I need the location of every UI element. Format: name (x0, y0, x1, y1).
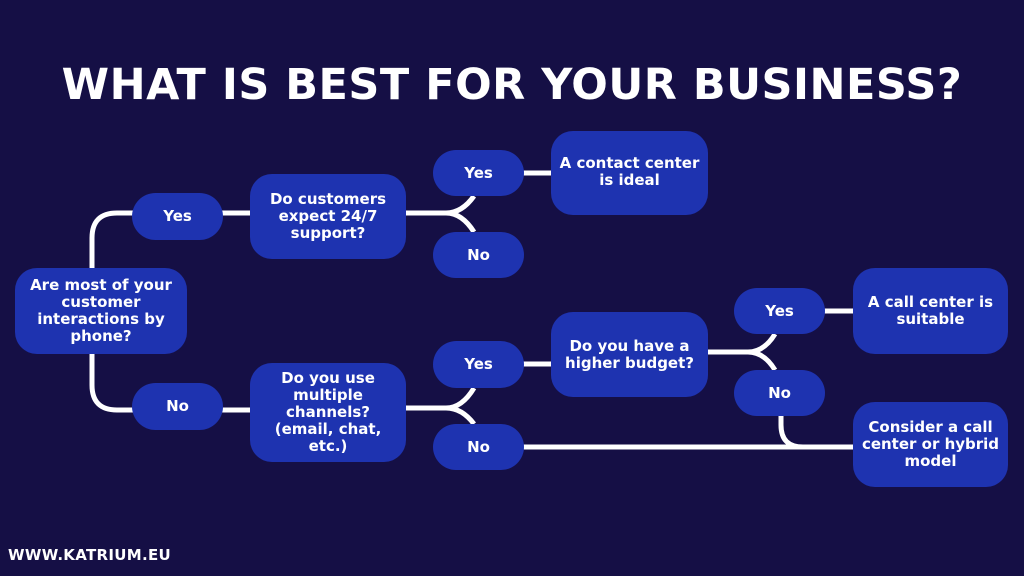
edge-fork-no3 (747, 349, 778, 372)
edge-fork-no4 (445, 405, 476, 426)
node-result-call-center: A call center is suitable (853, 268, 1008, 354)
node-24-7-question: Do customers expect 24/7 support? (250, 174, 406, 259)
node-no-2: No (433, 232, 524, 278)
node-yes-1: Yes (132, 193, 223, 240)
node-no-1: No (132, 383, 223, 430)
node-result-contact-center: A contact center is ideal (551, 131, 708, 215)
edge-fork-yes3 (747, 332, 778, 355)
node-start-question: Are most of your customer interactions b… (15, 268, 187, 354)
node-no-3: No (734, 370, 825, 416)
edge-fork-yes2 (445, 194, 477, 216)
node-result-hybrid: Consider a call center or hybrid model (853, 402, 1008, 487)
page-title: WHAT IS BEST FOR YOUR BUSINESS? (61, 60, 963, 110)
edge-no3-hybrid (778, 416, 804, 450)
edge-start-no1 (89, 354, 134, 413)
node-no-4: No (433, 424, 524, 470)
edge-fork-yes4 (445, 386, 477, 411)
node-yes-3: Yes (734, 288, 825, 334)
website-link[interactable]: WWW.KATRIUM.EU (8, 546, 171, 564)
node-budget-question: Do you have a higher budget? (551, 312, 708, 397)
edge-start-yes1 (89, 210, 134, 268)
node-channels-question: Do you use multiple channels? (email, ch… (250, 363, 406, 462)
node-yes-2: Yes (433, 150, 524, 196)
edge-fork-no2 (445, 210, 477, 234)
node-yes-4: Yes (433, 341, 524, 388)
